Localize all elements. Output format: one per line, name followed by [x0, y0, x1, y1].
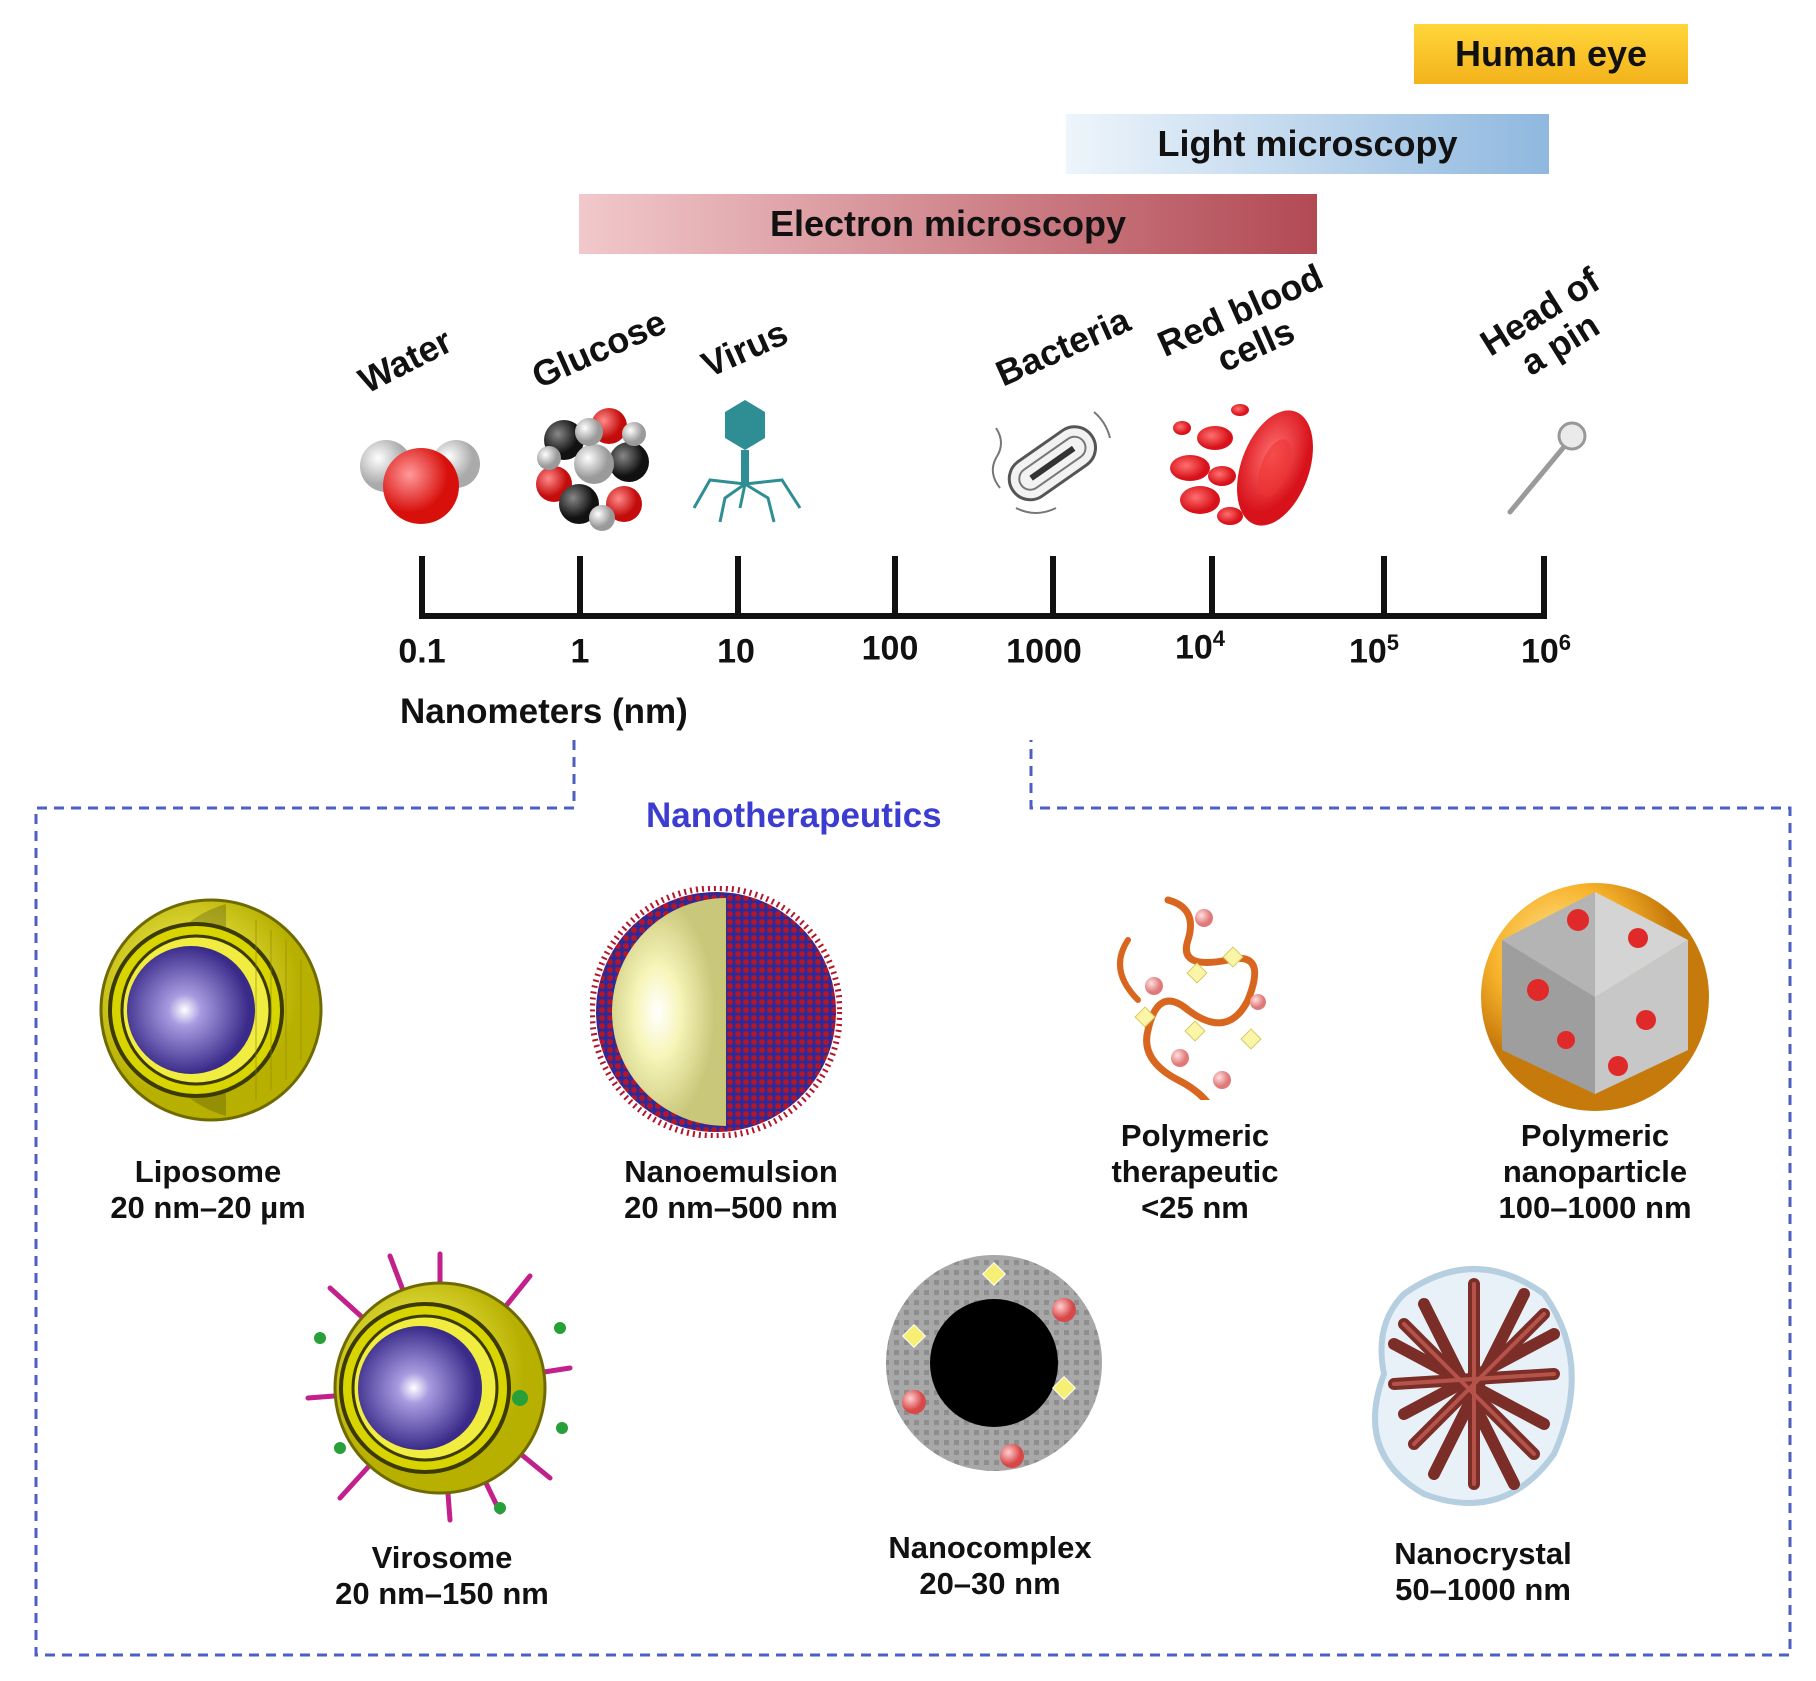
liposome-name: Liposome [134, 1154, 282, 1189]
light-microscopy-label: Light microscopy [1157, 123, 1458, 164]
tick-label: 106 [1520, 630, 1572, 671]
liposome-label: Liposome 20 nm–20 µm [98, 1154, 318, 1226]
polymeric-therapeutic-name-1: Polymeric [1120, 1118, 1270, 1153]
polymeric-nanoparticle-label: Polymeric nanoparticle 100–1000 nm [1478, 1118, 1712, 1226]
virosome-size: 20 nm–150 nm [335, 1576, 549, 1611]
tick-label: 104 [1174, 626, 1226, 667]
water-molecule-icon [360, 440, 480, 524]
virus-icon [692, 400, 802, 523]
nanocomplex-name: Nanocomplex [888, 1530, 1092, 1565]
red-blood-cells-icon [1170, 404, 1313, 526]
nanocrystal-icon [1372, 1266, 1575, 1506]
nanocomplex-size: 20–30 nm [919, 1566, 1061, 1601]
virosome-name: Virosome [371, 1540, 513, 1575]
nanocrystal-name: Nanocrystal [1394, 1536, 1572, 1571]
nanotherapeutics-title: Nanotherapeutics [646, 796, 942, 835]
polymeric-therapeutic-name-2: therapeutic [1111, 1154, 1279, 1189]
tick-label: 0.1 [398, 632, 446, 671]
axis-line-group [419, 556, 1547, 619]
nanocrystal-label: Nanocrystal 50–1000 nm [1358, 1536, 1608, 1608]
tick-label: 10 [717, 632, 755, 671]
human-eye-band: Human eye [1414, 24, 1688, 84]
nanocrystal-size: 50–1000 nm [1395, 1572, 1571, 1607]
electron-microscopy-band: Electron microscopy [579, 194, 1317, 254]
nanoemulsion-name: Nanoemulsion [624, 1154, 838, 1189]
virosome-label: Virosome 20 nm–150 nm [310, 1540, 574, 1612]
nanoemulsion-label: Nanoemulsion 20 nm–500 nm [600, 1154, 862, 1226]
tick-label: 105 [1348, 630, 1400, 671]
virosome-icon [305, 1251, 573, 1523]
polymeric-therapeutic-icon [1117, 896, 1266, 1100]
glucose-molecule-icon [536, 408, 649, 531]
polymeric-therapeutic-label: Polymeric therapeutic <25 nm [1080, 1118, 1310, 1226]
nanoemulsion-size: 20 nm–500 nm [624, 1190, 838, 1225]
polymeric-therapeutic-size: <25 nm [1141, 1190, 1249, 1225]
bacteria-icon [991, 411, 1111, 514]
polymeric-nanoparticle-name-2: nanoparticle [1502, 1154, 1688, 1189]
polymeric-nanoparticle-size: 100–1000 nm [1498, 1190, 1692, 1225]
polymeric-nanoparticle-icon [1481, 883, 1709, 1111]
tick-label: 1 [570, 632, 590, 671]
tick-label: 100 [861, 629, 919, 668]
polymeric-nanoparticle-name-1: Polymeric [1520, 1118, 1670, 1153]
liposome-icon [99, 898, 323, 1122]
nanocomplex-label: Nanocomplex 20–30 nm [860, 1530, 1120, 1602]
electron-microscopy-label: Electron microscopy [769, 203, 1127, 244]
tick-label: 1000 [1006, 632, 1082, 671]
nanoemulsion-icon [590, 886, 842, 1138]
liposome-size: 20 nm–20 µm [110, 1190, 306, 1225]
nanocomplex-icon [886, 1255, 1102, 1471]
human-eye-label: Human eye [1454, 33, 1648, 74]
axis-unit-label: Nanometers (nm) [400, 692, 688, 731]
nanotherapeutics-frame [34, 740, 1792, 1657]
pin-icon [1507, 421, 1587, 515]
light-microscopy-band: Light microscopy [1066, 114, 1549, 174]
